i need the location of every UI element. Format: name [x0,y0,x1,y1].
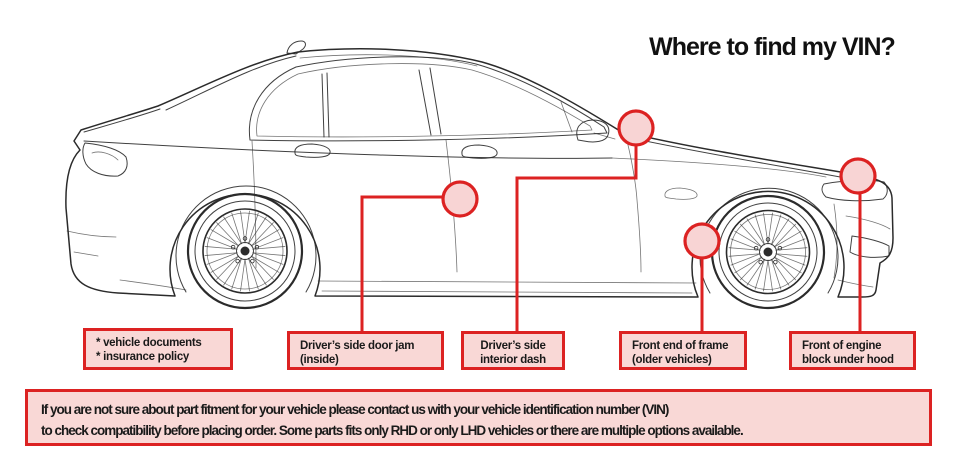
label-line: * vehicle documents [96,337,202,349]
label-line: interior dash [480,354,546,366]
wheel-center-badge [763,247,773,257]
label-line: Driver’s side [480,340,546,352]
vin-marker-frame [683,222,721,260]
label-door-jam: Driver’s side door jam (inside) [287,331,444,370]
label-line: Driver’s side door jam [300,340,415,352]
label-line: block under hood [802,354,894,366]
vin-marker-engine-block [839,157,877,195]
notice-box: If you are not sure about part fitment f… [25,389,932,446]
label-line: (inside) [300,354,339,366]
notice-line: If you are not sure about part fitment f… [41,402,669,417]
connector-line-interior-dash [515,131,638,334]
fender-marker [664,187,698,200]
shark-fin-antenna [286,40,306,55]
door-handle-rear [294,143,331,158]
connector-line-door-jam [360,195,445,334]
rear-wheel [186,192,304,310]
label-engine-block: Front of engine block under hood [789,331,916,370]
door-handle-front [461,144,498,159]
label-line: Front end of frame [632,340,729,352]
page-title: Where to find my VIN? [649,33,896,61]
taillight [82,142,128,177]
side-mirror [576,119,610,143]
wheel-center-badge [240,246,250,256]
notice-line: to check compatibility before placing or… [41,423,744,438]
vin-marker-interior-dash [617,109,655,147]
label-line: * insurance policy [96,351,190,363]
label-interior-dash: Driver’s side interior dash [461,331,565,370]
front-wheel [710,194,826,310]
car-body [65,40,894,298]
label-line: Front of engine [802,340,882,352]
label-frame: Front end of frame (older vehicles) [619,331,747,370]
label-line: (older vehicles) [632,354,712,366]
label-vehicle-documents: * vehicle documents * insurance policy [83,328,233,370]
vin-marker-door-jam [441,180,479,218]
